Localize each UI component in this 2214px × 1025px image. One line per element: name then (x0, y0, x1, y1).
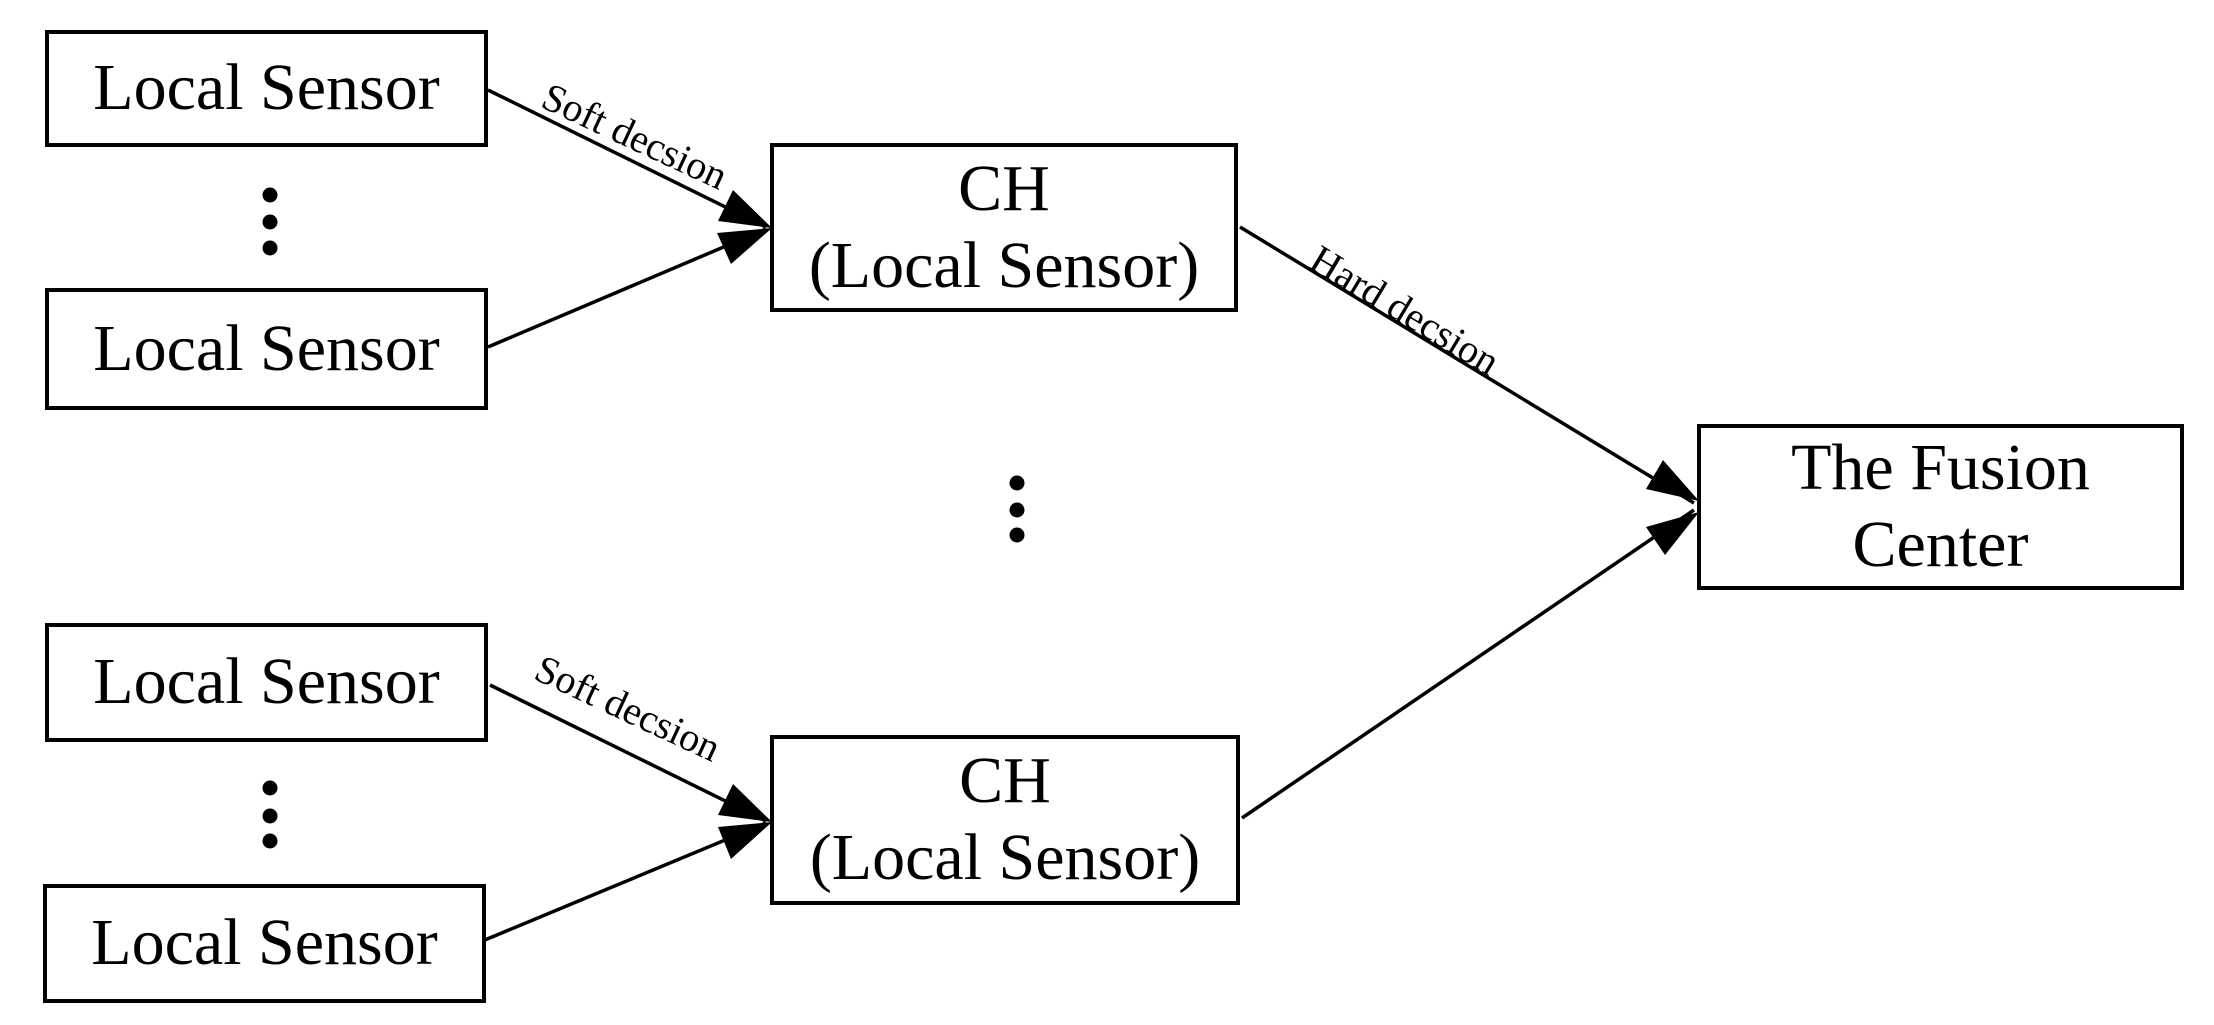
cluster-head-box-top: CH (Local Sensor) (770, 143, 1238, 312)
soft-decision-label-bottom: Soft decsion (528, 645, 728, 771)
local-sensor-label: Local Sensor (93, 645, 440, 719)
cluster-head-box-bottom: CH (Local Sensor) (770, 735, 1240, 905)
cluster-head-title: CH (958, 151, 1050, 225)
local-sensor-box-bottom-1: Local Sensor (45, 623, 488, 742)
soft-decision-label-top: Soft decsion (535, 73, 735, 199)
fusion-center-title-line1: The Fusion (1791, 431, 2090, 505)
fusion-center-title-line2: Center (1852, 508, 2029, 581)
local-sensor-box-top-2: Local Sensor (45, 288, 488, 410)
local-sensor-box-top-1: Local Sensor (45, 30, 488, 147)
edge-localsensor2-to-ch1 (487, 227, 767, 349)
arrowhead-fusion-upper (1646, 460, 1699, 501)
arrowhead-ch2-upper (718, 784, 772, 822)
cluster-head-title: CH (959, 744, 1051, 818)
arrowhead-ch1-upper (718, 190, 772, 228)
fusion-center-box: The Fusion Center (1697, 424, 2184, 590)
local-sensor-label: Local Sensor (93, 311, 440, 385)
edge-ch2-to-fusioncenter (1241, 508, 1695, 820)
local-sensor-label: Local Sensor (93, 51, 440, 125)
hard-decision-label: Hard decsion (1302, 236, 1508, 384)
vertical-ellipsis-top (262, 187, 278, 256)
cluster-head-subtitle: (Local Sensor) (809, 821, 1201, 894)
arrowhead-fusion-lower (1646, 512, 1699, 555)
arrowhead-ch2-lower (718, 822, 772, 859)
arrowhead-ch1-lower (717, 228, 772, 264)
vertical-ellipsis-bottom (262, 780, 278, 849)
local-sensor-box-bottom-2: Local Sensor (43, 884, 486, 1003)
vertical-ellipsis-middle (1009, 475, 1025, 543)
edge-localsensor4-to-ch2 (479, 821, 767, 944)
local-sensor-label: Local Sensor (91, 906, 438, 980)
cluster-head-subtitle: (Local Sensor) (808, 228, 1200, 302)
